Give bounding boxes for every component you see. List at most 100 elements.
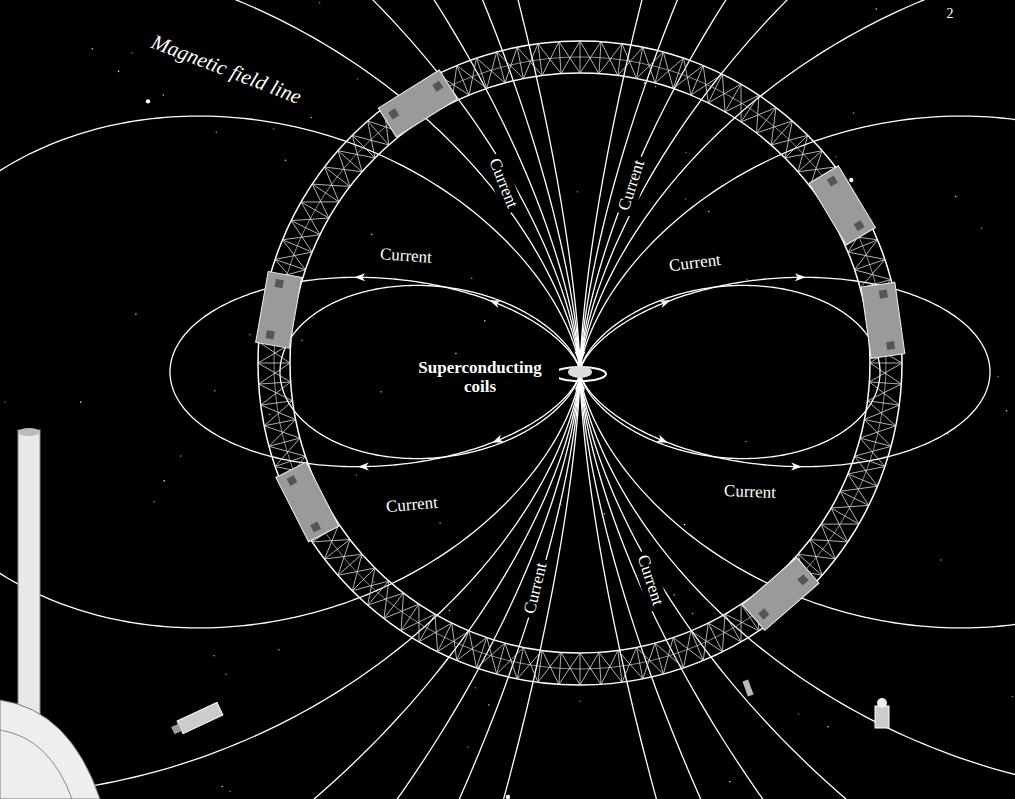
- truss-strut: [469, 58, 476, 95]
- truss-strut: [487, 638, 497, 674]
- truss-strut: [722, 614, 725, 652]
- habitat-module: [256, 271, 302, 348]
- star: [471, 277, 473, 279]
- star: [604, 513, 606, 515]
- star: [373, 581, 375, 583]
- star: [80, 401, 82, 403]
- star: [214, 390, 216, 392]
- current-arrow: [795, 273, 806, 281]
- field-line: [580, 0, 1015, 799]
- star: [876, 8, 878, 10]
- truss-strut: [622, 647, 637, 682]
- star: [484, 320, 486, 322]
- star: [278, 649, 280, 651]
- truss-strut: [559, 652, 561, 684]
- field-line: [280, 285, 580, 458]
- truss-strut: [869, 382, 901, 384]
- field-line: [580, 0, 1015, 799]
- current-arrow: [577, 348, 586, 360]
- truss-strut: [580, 653, 601, 684]
- star: [163, 480, 165, 482]
- truss-strut: [497, 643, 505, 674]
- truss-strut: [476, 638, 486, 668]
- star: [692, 613, 694, 615]
- truss-strut: [275, 259, 305, 269]
- current-arrows: [354, 273, 806, 470]
- truss-strut: [559, 42, 580, 73]
- star: [215, 132, 217, 134]
- truss-strut: [283, 235, 320, 240]
- truss-strut: [259, 363, 290, 384]
- truss-strut: [259, 382, 291, 384]
- star: [269, 414, 271, 416]
- star: [467, 747, 469, 749]
- truss-strut: [599, 652, 622, 682]
- truss-strut: [868, 401, 900, 405]
- truss-strut: [291, 218, 329, 221]
- star: [644, 82, 646, 84]
- star: [997, 376, 999, 378]
- truss-strut: [855, 446, 891, 456]
- truss-strut: [798, 554, 835, 559]
- truss-strut: [637, 52, 664, 79]
- field-line: [0, 0, 580, 795]
- star: [685, 152, 687, 154]
- star: [221, 786, 223, 788]
- star: [439, 522, 441, 524]
- star: [118, 71, 120, 73]
- truss-strut: [384, 581, 389, 618]
- truss-strut: [542, 651, 559, 685]
- shuttle: [170, 702, 223, 737]
- truss-strut: [860, 438, 891, 446]
- truss-strut: [757, 95, 759, 133]
- star: [213, 655, 215, 657]
- truss-strut: [618, 47, 643, 75]
- star: [577, 191, 579, 193]
- truss-strut: [618, 651, 643, 679]
- truss-strut: [258, 363, 290, 364]
- field-line: [0, 0, 580, 799]
- field-line: [170, 277, 580, 466]
- truss-strut: [868, 384, 902, 401]
- field-line: [0, 0, 580, 799]
- star: [4, 401, 6, 403]
- ring-inner: [290, 73, 870, 653]
- star: [940, 559, 942, 561]
- truss-strut: [338, 540, 350, 576]
- truss-strut: [741, 604, 742, 642]
- truss-strut: [559, 653, 580, 684]
- truss-strut: [741, 84, 742, 122]
- star: [746, 278, 748, 280]
- truss-strut: [673, 638, 703, 661]
- truss-strut: [497, 52, 524, 79]
- docking-craft: [0, 428, 889, 799]
- star: [357, 78, 359, 80]
- star: [729, 781, 731, 783]
- truss-strut: [264, 420, 295, 426]
- truss-strut: [559, 42, 561, 74]
- truss-strut: [599, 652, 601, 684]
- star: [685, 198, 687, 200]
- current-arrow: [659, 297, 672, 308]
- truss-strut: [469, 631, 476, 668]
- star: [380, 391, 382, 393]
- craft-cylinder: [18, 430, 40, 730]
- star: [955, 196, 957, 198]
- ring-mid: [274, 57, 886, 669]
- truss-strut: [663, 638, 673, 674]
- truss-strut: [864, 405, 899, 420]
- field-line: [580, 0, 1015, 799]
- truss-strut: [643, 47, 655, 83]
- star: [745, 441, 747, 443]
- truss-strut: [418, 604, 419, 642]
- field-line: [0, 0, 580, 799]
- truss-strut: [523, 647, 538, 682]
- field-line: [580, 285, 880, 458]
- truss-strut: [261, 405, 296, 420]
- truss-strut: [673, 58, 683, 88]
- truss-strut: [864, 420, 895, 426]
- truss-strut: [580, 41, 581, 73]
- star: [1012, 696, 1014, 698]
